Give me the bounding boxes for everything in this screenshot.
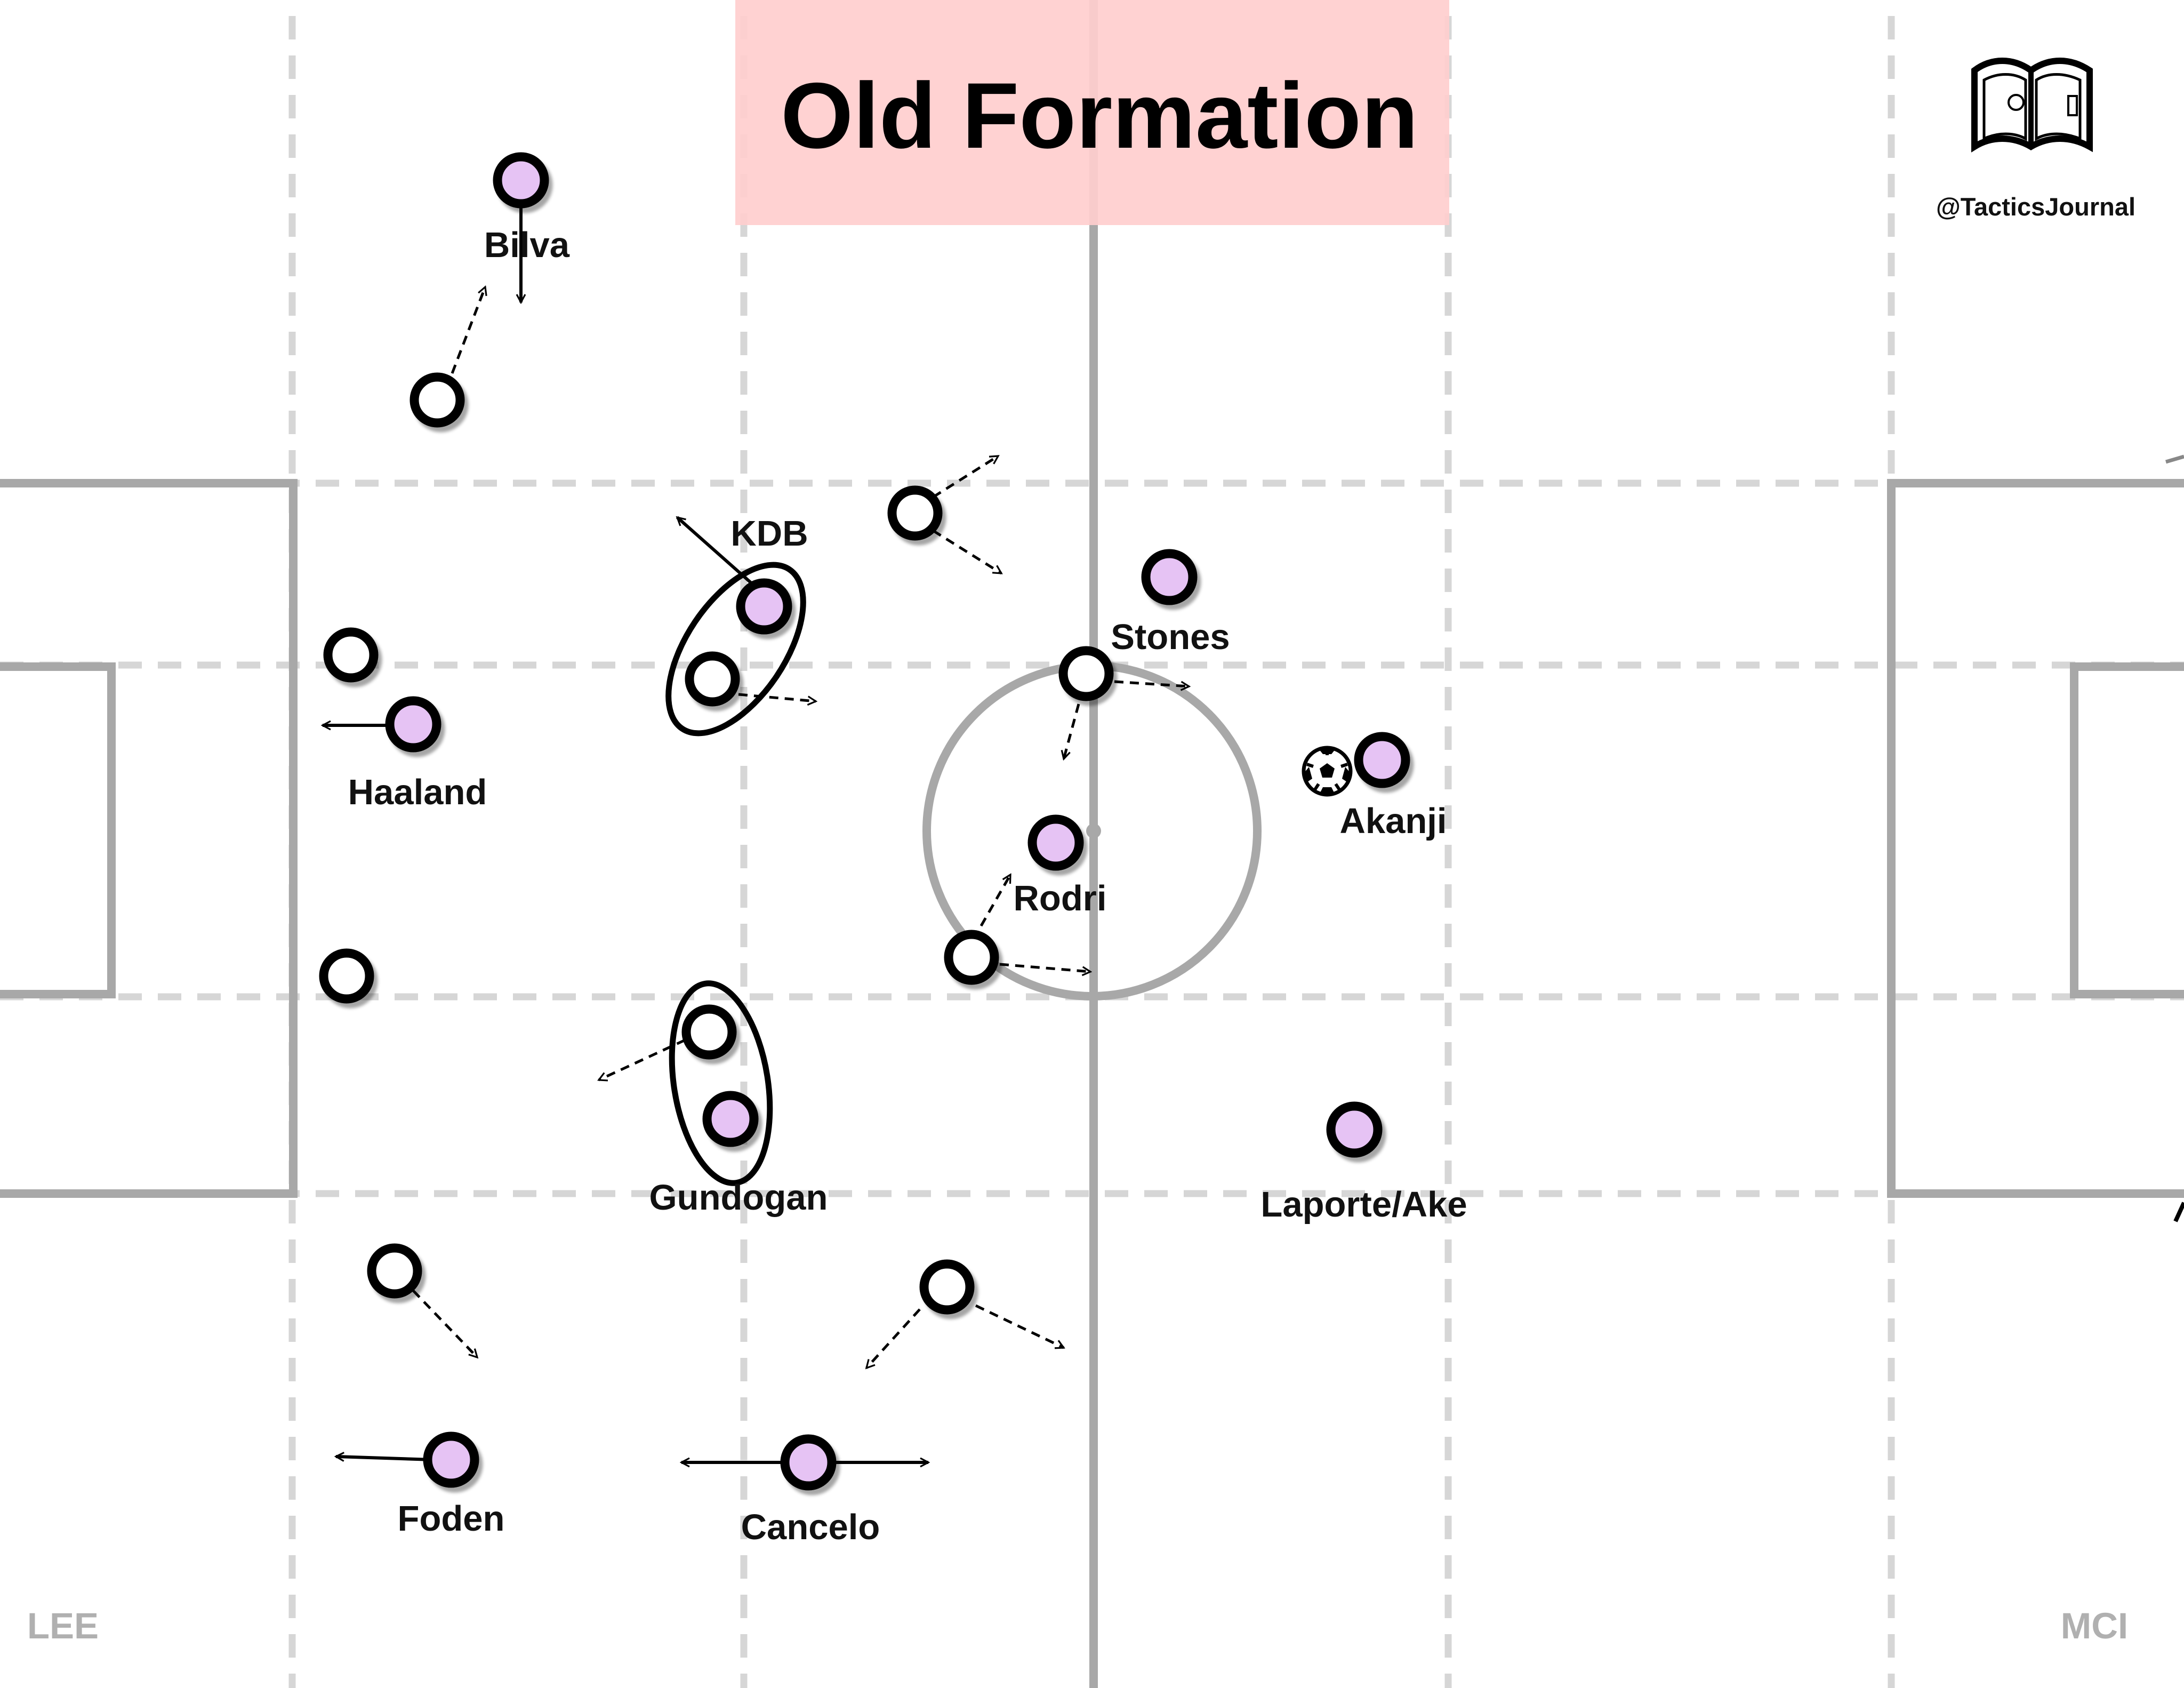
pressing-arrow xyxy=(932,454,998,499)
pressing-arrow xyxy=(999,963,1090,972)
opponent-players xyxy=(319,372,1114,1315)
player-label-gundogan: Gundogan xyxy=(649,1178,828,1218)
opponent-player-marker xyxy=(367,1243,422,1299)
soccer-ball-icon xyxy=(1302,746,1353,797)
movement-arrow xyxy=(336,1457,433,1460)
player-marker-foden xyxy=(423,1431,479,1488)
pressing-arrow xyxy=(1114,680,1189,686)
pressing-arrow xyxy=(932,529,1001,575)
title: Old Formation xyxy=(781,64,1418,168)
centre-spot xyxy=(1086,823,1101,838)
pressing-arrow xyxy=(866,1308,921,1368)
opponent-player-marker xyxy=(410,372,465,428)
edge-arrow-top xyxy=(2165,454,2184,464)
pressing-arrow xyxy=(451,287,485,374)
city-players xyxy=(385,152,1410,1491)
player-marker-stones xyxy=(1141,549,1198,605)
player-label-kdb: KDB xyxy=(730,514,808,554)
player-label-foden: Foden xyxy=(398,1499,505,1539)
player-marker-laporte-ake xyxy=(1326,1101,1383,1158)
movement-arrow xyxy=(677,517,753,585)
solid-movement-arrows xyxy=(323,205,928,1462)
pressing-arrow xyxy=(599,1038,686,1080)
player-marker-kdb xyxy=(736,578,792,635)
opponent-player-marker xyxy=(319,948,374,1004)
pressing-arrow xyxy=(738,693,816,701)
player-label-haaland: Haaland xyxy=(348,772,487,812)
pressing-arrow xyxy=(975,1304,1064,1348)
player-marker-akanji xyxy=(1354,732,1410,788)
title-banner xyxy=(735,0,1449,225)
pressing-arrow xyxy=(979,875,1012,927)
handle: @TacticsJournal xyxy=(1936,193,2135,221)
team-label-right: MCI xyxy=(2061,1605,2128,1646)
player-marker-rodri xyxy=(1027,814,1084,871)
opponent-player-marker xyxy=(685,651,740,707)
opponent-player-marker xyxy=(887,485,943,541)
team-label-left: LEE xyxy=(27,1605,99,1646)
opponent-player-marker xyxy=(323,627,379,683)
player-label-bilva: Bilva xyxy=(484,225,570,265)
opponent-player-marker xyxy=(1058,646,1114,701)
player-labels: Bilva KDB Stones Haaland Akanji Rodri Gu… xyxy=(348,225,1467,1547)
gundogan-pairing-ellipse xyxy=(669,980,773,1186)
player-label-cancelo: Cancelo xyxy=(741,1507,880,1547)
opponent-player-marker xyxy=(681,1004,737,1060)
player-label-rodri: Rodri xyxy=(1014,878,1107,918)
player-marker-haaland xyxy=(385,696,441,753)
player-marker-cancelo xyxy=(780,1434,837,1491)
opponent-player-marker xyxy=(944,930,999,985)
opponent-player-marker xyxy=(919,1259,975,1315)
player-label-laporte-ake: Laporte/Ake xyxy=(1260,1185,1467,1225)
player-pairings xyxy=(665,562,806,1186)
edge-arrow-bottom xyxy=(2173,1202,2184,1222)
pressing-arrow xyxy=(1064,703,1080,759)
dashed-movement-arrows xyxy=(412,287,1189,1368)
player-label-akanji: Akanji xyxy=(1339,801,1447,841)
player-label-stones: Stones xyxy=(1111,617,1230,657)
open-book-pitch-icon xyxy=(1971,58,2093,153)
player-marker-gundogan xyxy=(702,1091,759,1147)
player-marker-bilva xyxy=(493,152,549,209)
pressing-arrow xyxy=(412,1290,477,1357)
kdb-pairing-ellipse xyxy=(665,562,806,737)
